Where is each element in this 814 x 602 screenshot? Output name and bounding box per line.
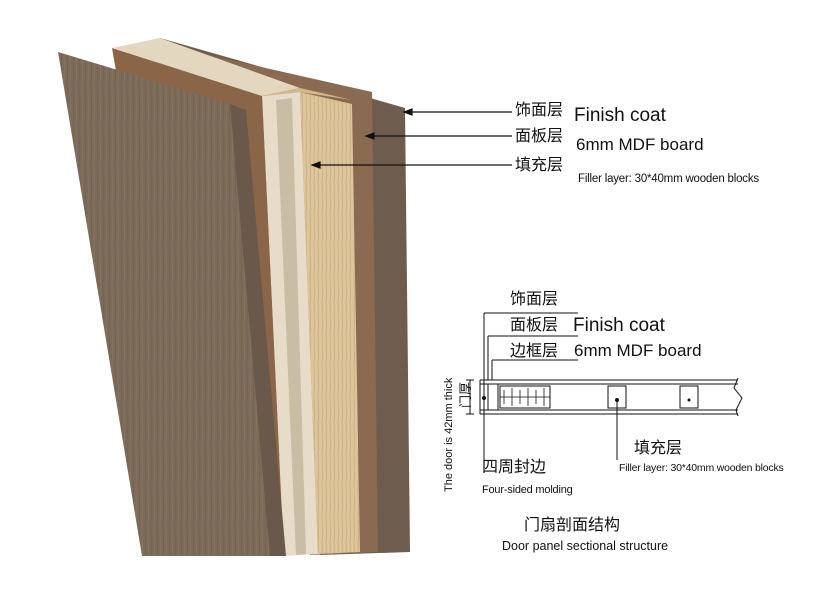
section-finish-en: Finish coat xyxy=(573,315,665,336)
section-frame-zh: 边框层 xyxy=(510,341,559,360)
front-veneer xyxy=(58,52,270,556)
edge-en: Four-sided molding xyxy=(482,484,573,496)
thickness-en: The door is 42mm thick xyxy=(443,377,455,492)
top-edge-light xyxy=(112,38,300,96)
callout-finish-zh: 饰面层 xyxy=(515,100,564,119)
callout-filler-en: Filler layer: 30*40mm wooden blocks xyxy=(578,173,759,185)
callout-filler-zh: 填充层 xyxy=(515,155,564,174)
callout-mdf-zh: 面板层 xyxy=(515,126,564,145)
top-edge-ply xyxy=(262,88,352,100)
core-plywood xyxy=(300,92,360,554)
section-mdf-zh: 面板层 xyxy=(510,315,559,334)
callout-mdf-en: 6mm MDF board xyxy=(576,135,704,154)
front-veneer-edge xyxy=(230,104,286,556)
filler-en: Filler layer: 30*40mm wooden blocks xyxy=(619,462,784,474)
section-title-en: Door panel sectional structure xyxy=(502,539,669,553)
inner-frame-shadow xyxy=(276,98,306,555)
thickness-zh: 门厚 xyxy=(459,381,474,408)
section-title-zh: 门扇剖面结构 xyxy=(524,515,621,534)
callout-finish-en: Finish coat xyxy=(574,105,666,126)
section-mdf-en: 6mm MDF board xyxy=(574,341,702,360)
filler-zh: 填充层 xyxy=(634,438,683,457)
edge-zh: 四周封边 xyxy=(482,457,547,476)
section-finish-zh: 饰面层 xyxy=(510,289,559,308)
